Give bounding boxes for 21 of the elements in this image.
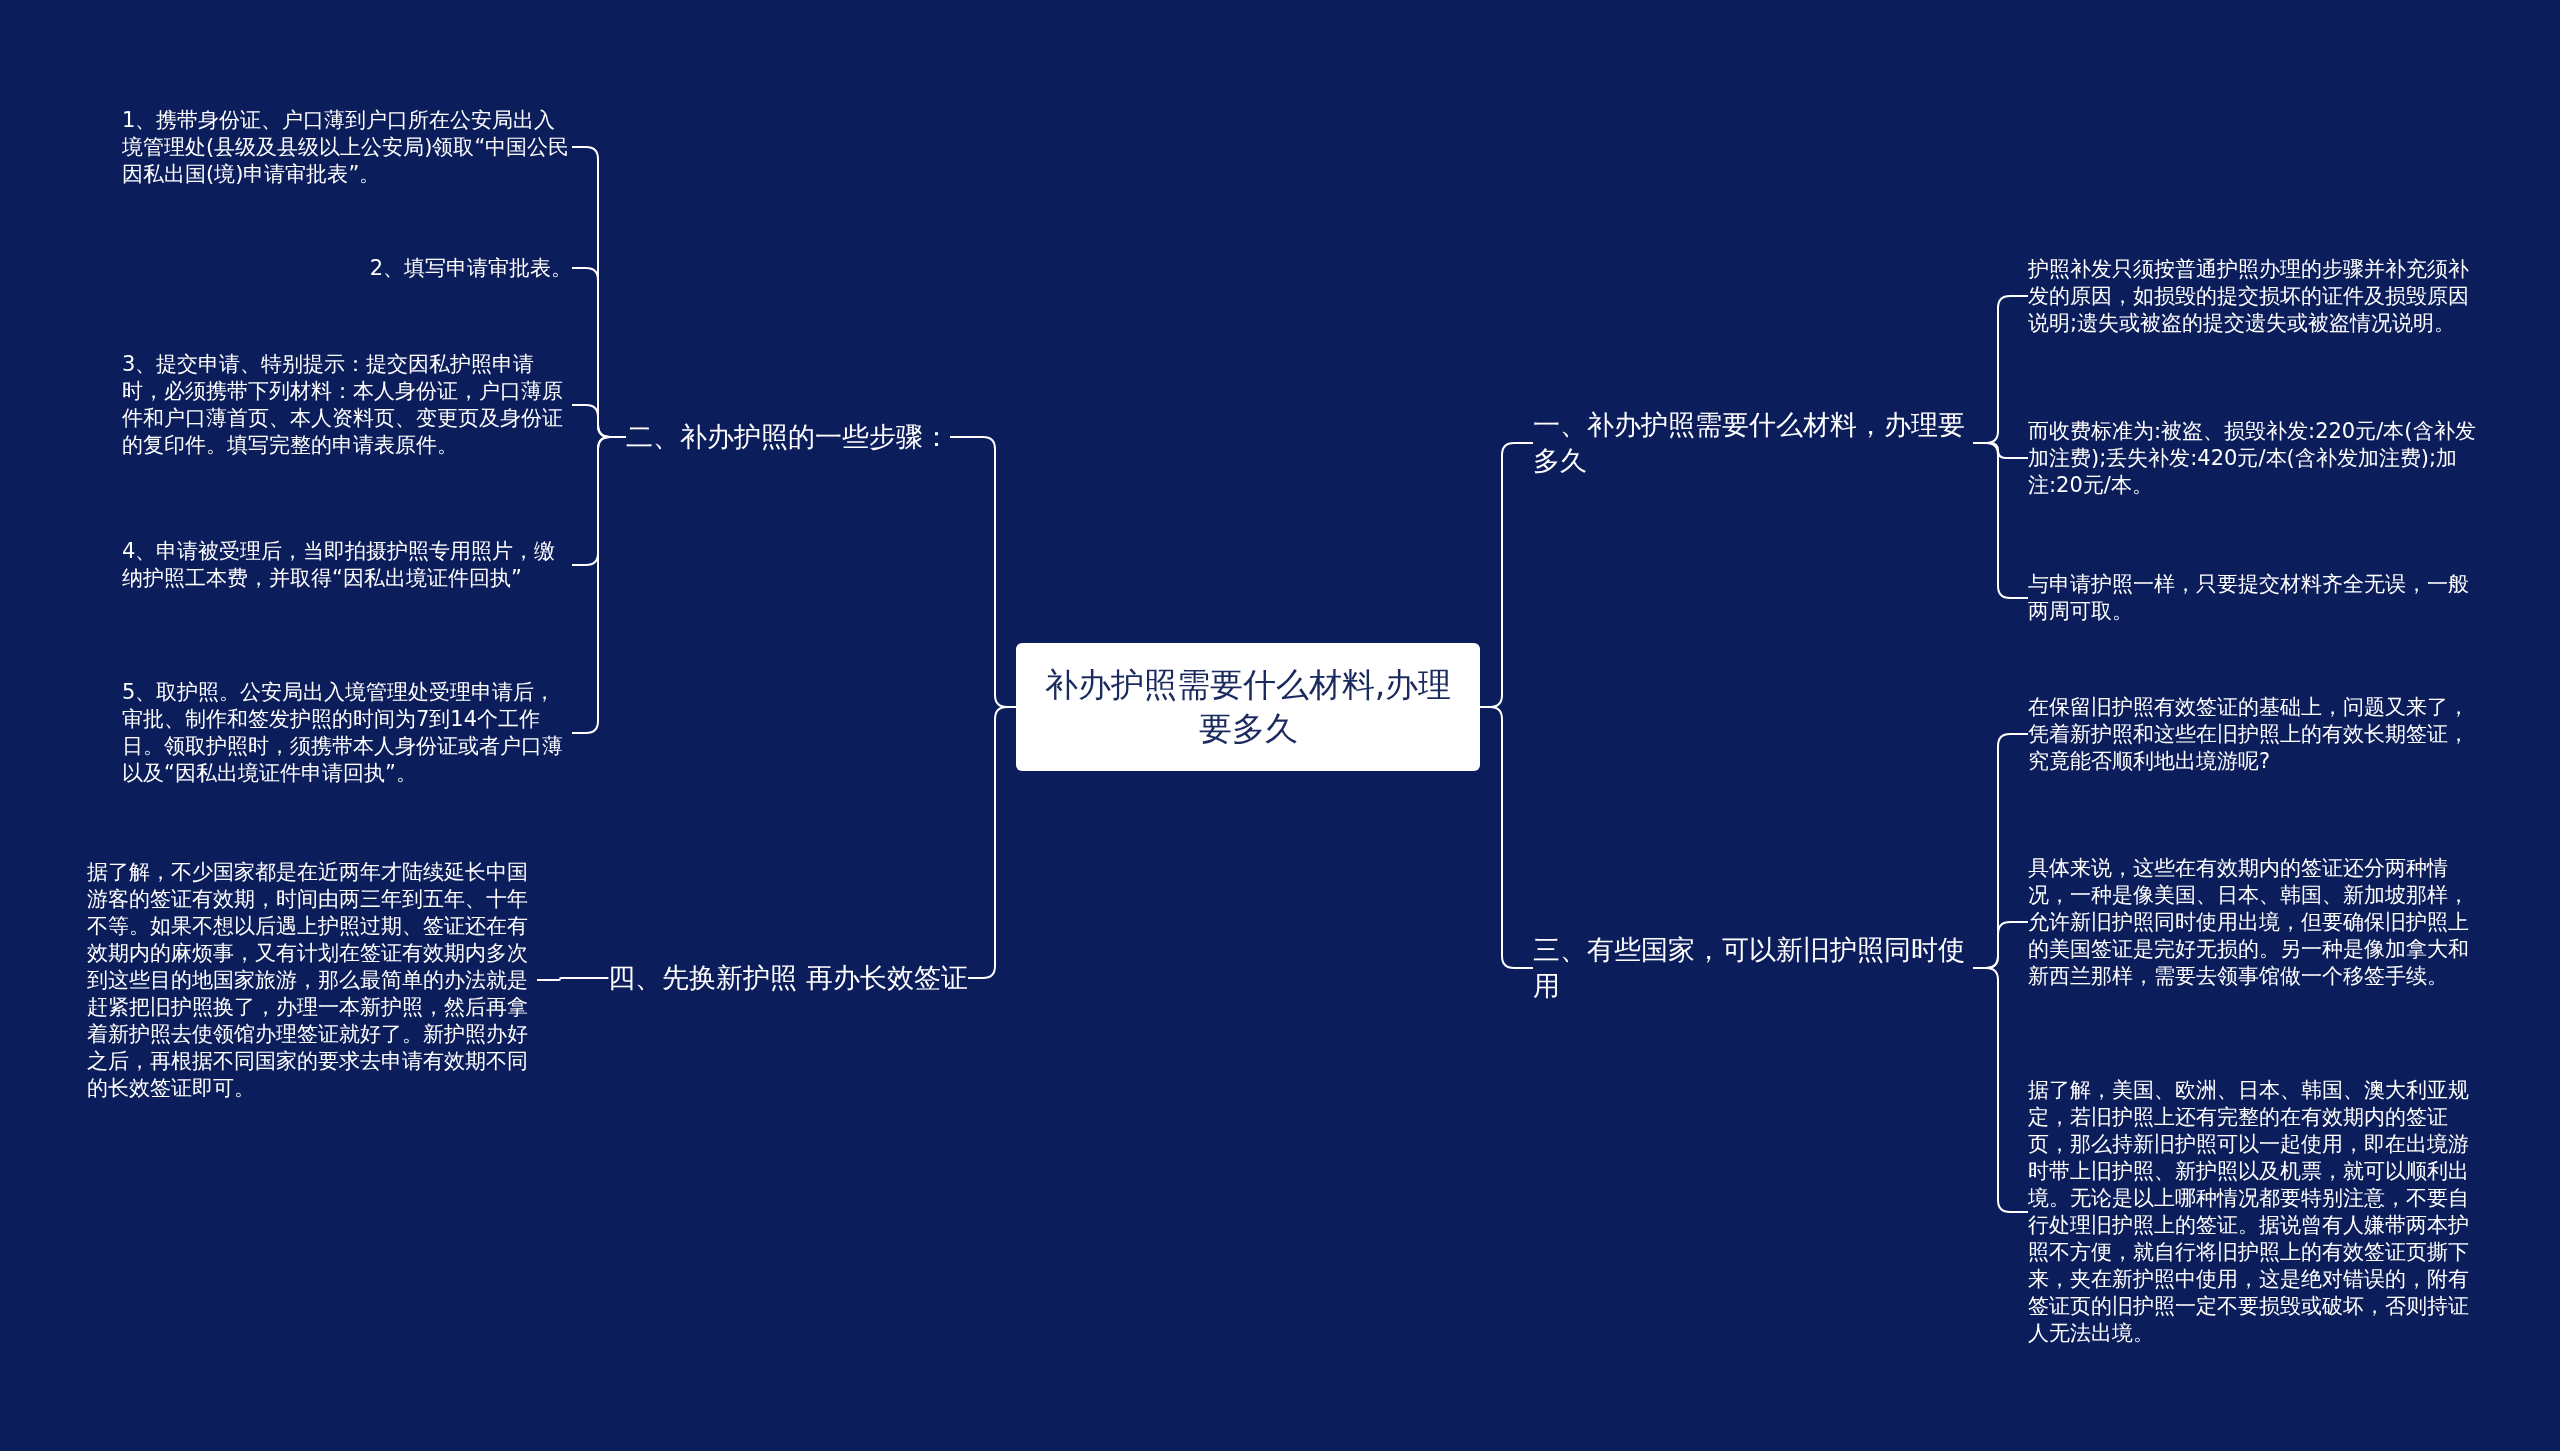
leaf-note: 3、提交申请、特别提示：提交因私护照申请时，必须携带下列材料：本人身份证，户口薄原件和户口薄首页、本人资料页、变更页及身份证的复印件。填写完整的申请表原件。 <box>122 351 564 459</box>
branch-topic: 三、有些国家，可以新旧护照同时使用 <box>1533 933 1966 1003</box>
leaf-note: 据了解，不少国家都是在近两年才陆续延长中国游客的签证有效期，时间由两三年到五年、十年不等。如果不想以后遇上护照过期、签证还在有效期内的麻烦事，又有计划在签证有效期内多次到这些目的地国家旅游，那么最简单的办法就是赶紧把旧护照换了，办理一本新护照，然后再拿着新护照去使领馆办理签证就好了。新护照办好之后，再根据不同国家的要求去申请有效期不同的长效签证即可。 <box>87 858 529 1102</box>
leaf-note: 1、携带身份证、户口薄到户口所在公安局出入境管理处(县级及县级以上公安局)领取“中国公民因私出国(境)申请审批表”。 <box>122 106 571 188</box>
central-topic-box <box>1016 643 1480 771</box>
leaf-note: 在保留旧护照有效签证的基础上，问题又来了，凭着新护照和这些在旧护照上的有效长期签证，究竟能否顺利地出境游呢? <box>2028 693 2470 775</box>
leaf-note: 2、填写申请审批表。 <box>369 254 572 282</box>
leaf-note: 5、取护照。公安局出入境管理处受理申请后，审批、制作和签发护照的时间为7到14个工作日。领取护照时，须携带本人身份证或者户口薄以及“因私出境证件申请回执”。 <box>122 679 564 787</box>
leaf-note: 与申请护照一样，只要提交材料齐全无误，一般两周可取。 <box>2028 571 2470 625</box>
leaf-note: 具体来说，这些在有效期内的签证还分两种情况，一种是像美国、日本、韩国、新加坡那样，允许新旧护照同时使用出境，但要确保旧护照上的美国签证是完好无损的。另一种是像加拿大和新西兰那样，需要去领事馆做一个移签手续。 <box>2028 854 2470 990</box>
leaf-note: 4、申请被受理后，当即拍摄护照专用照片，缴纳护照工本费，并取得“因私出境证件回执” <box>122 538 557 592</box>
leaf-note: 而收费标准为:被盗、损毁补发:220元/本(含补发加注费);丢失补发:420元/本(含补发加注费);加注:20元/本。 <box>2028 417 2477 499</box>
connector-line <box>967 706 1017 979</box>
leaf-note: 据了解，美国、欧洲、日本、韩国、澳大利亚规定，若旧护照上还有完整的在有效期内的签证页，那么持新旧护照可以一起使用，即在出境游时带上旧护照、新护照以及机票，就可以顺利出境。无论是以上哪种情况都要特别注意，不要自行处理旧护照上的签证。据说曾有人嫌带两本护照不方便，就自行将旧护照上的有效签证页撕下来，夹在新护照中使用，这是绝对错误的，附有签证页的旧护照一定不要损毁或破坏，否则持证人无法出境。 <box>2028 1077 2470 1347</box>
branch-topic: 一、补办护照需要什么材料，办理要多久 <box>1533 408 1966 478</box>
leaf-note: 护照补发只须按普通护照办理的步骤并补充须补发的原因，如损毁的提交损坏的证件及损毁原因说明;遗失或被盗的提交遗失或被盗情况说明。 <box>2028 255 2470 337</box>
branch-topic: 四、先换新护照 再办长效签证 <box>608 961 968 995</box>
connector-line <box>1479 706 1534 969</box>
branch-topic: 二、补办护照的一些步骤： <box>626 420 950 454</box>
connector-line <box>536 977 610 981</box>
topic-text: 补办护照需要什么材料,办理要多久 <box>1043 664 1453 750</box>
